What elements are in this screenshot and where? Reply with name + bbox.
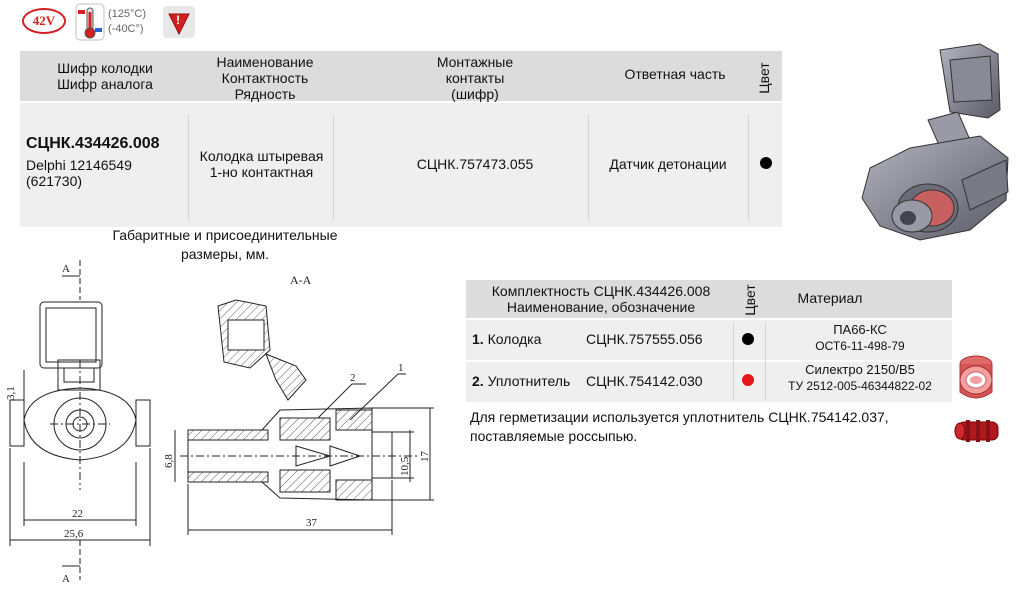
kit-row-1-code: СЦНК.757555.056	[586, 331, 703, 347]
voltage-label: 42V	[32, 13, 56, 28]
dim-25-6: 25,6	[64, 528, 84, 540]
main-table-row	[20, 101, 782, 227]
row-code: СЦНК.434426.008	[26, 135, 160, 152]
row-contacts: СЦНК.757473.055	[416, 156, 534, 172]
warning-mark: !	[176, 13, 180, 27]
row-name: Колодка штыревая 1-но контактная	[199, 148, 324, 180]
kit-header-color: Цвет	[742, 284, 758, 316]
section-mark-bottom: А	[62, 573, 70, 585]
row-mating: Датчик детонации	[609, 156, 727, 172]
header-contacts: Монтажные контакты (шифр)	[436, 54, 514, 102]
kit-header-material: Материал	[797, 290, 863, 306]
cell-divider	[748, 115, 749, 220]
header-code: Шифр колодки Шифр аналога	[57, 60, 153, 92]
temp-low: (-40C°)	[108, 23, 144, 35]
connector-image	[861, 43, 1009, 241]
header-name: Наименование Контактность Рядность	[216, 54, 314, 102]
kit-row-2-code: СЦНК.754142.030	[586, 373, 703, 389]
dim-17: 17	[419, 451, 431, 463]
dim-3-1: 3,1	[5, 386, 17, 400]
sealing-note: Для герметизации используется уплотнител…	[470, 409, 889, 444]
voltage-badge: 42V	[22, 8, 66, 34]
warning-icon: !	[163, 6, 195, 38]
cell-divider	[333, 115, 334, 220]
cell-divider	[588, 115, 589, 220]
drawing-caption: Габаритные и присоединительные размеры, …	[112, 227, 338, 262]
row-color-dot	[760, 157, 772, 169]
dim-37: 37	[306, 517, 318, 529]
kit-cell-divider	[733, 322, 734, 400]
dimension-drawing: А А А-А 3,1 22 25,6 6,8 10,5 17 37 2 1	[5, 260, 434, 585]
thermometer-icon	[75, 3, 105, 41]
loose-seal-image	[954, 420, 999, 442]
kit-row-2: 2. Уплотнитель	[472, 373, 571, 389]
kit-row-2-material: Силектро 2150/В5 ТУ 2512-005-46344822-02	[788, 362, 932, 393]
kit-row-1-material: ПА66-КС ОСТ6-11-498-79	[815, 322, 905, 353]
callout-2: 2	[350, 372, 356, 384]
dim-10-5: 10,5	[399, 456, 411, 476]
kit-row-2-color-dot	[742, 374, 754, 386]
kit-row-1: 1. Колодка	[472, 331, 542, 347]
kit-table-header	[466, 280, 952, 318]
temp-high: (125°C)	[108, 8, 147, 20]
callout-1: 1	[398, 362, 404, 374]
section-mark-top: А	[62, 263, 70, 275]
kit-row-divider	[466, 360, 952, 362]
row-analog: Delphi 12146549 (621730)	[26, 157, 132, 189]
header-mating: Ответная часть	[624, 66, 726, 82]
main-table-header	[20, 51, 782, 101]
cell-divider	[188, 115, 189, 220]
seal-image	[959, 355, 993, 399]
kit-header-name: Комплектность СЦНК.434426.008 Наименован…	[491, 283, 711, 315]
section-label: А-А	[290, 273, 312, 287]
dim-22: 22	[72, 508, 83, 520]
kit-cell-divider	[765, 322, 766, 400]
header-color: Цвет	[756, 62, 772, 94]
dim-6-8: 6,8	[163, 454, 175, 468]
kit-row-1-color-dot	[742, 333, 754, 345]
